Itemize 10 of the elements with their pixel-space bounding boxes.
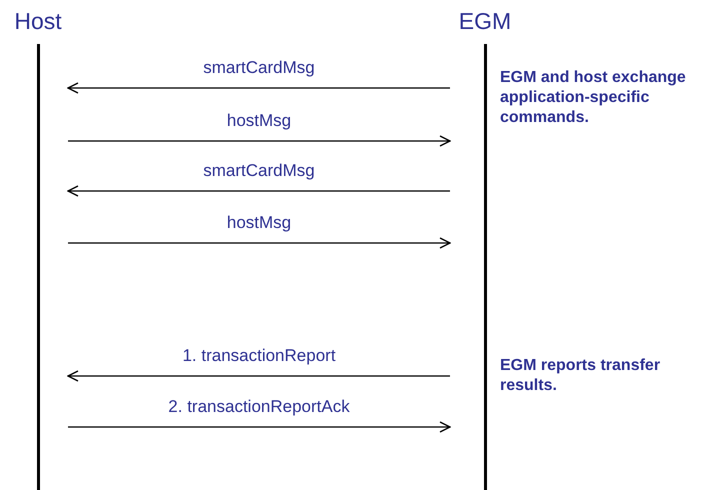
message-arrow xyxy=(68,135,451,147)
message-arrow xyxy=(67,82,450,94)
message-arrow xyxy=(68,421,451,433)
message-arrow xyxy=(67,370,450,382)
participant-name: EGM xyxy=(458,7,512,36)
note-text: EGM reports transfer results. xyxy=(500,356,662,396)
participant-name: Host xyxy=(13,7,63,36)
message-arrow xyxy=(67,185,450,197)
note-text: EGM and host exchange application-specific commands. xyxy=(500,68,687,128)
message-arrow xyxy=(68,237,451,249)
